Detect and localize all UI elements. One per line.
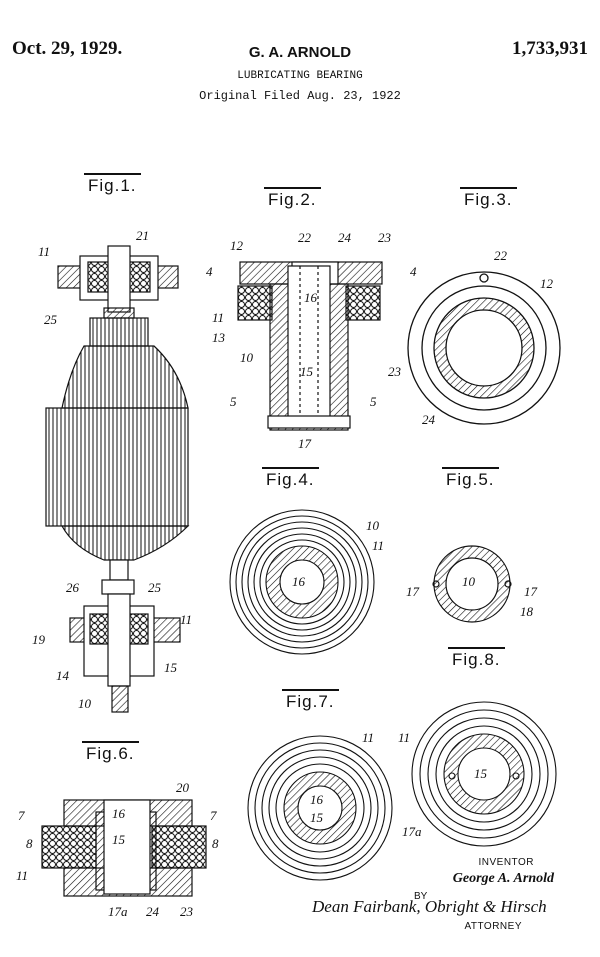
ref-numeral: 12 — [540, 276, 553, 292]
ref-numeral: 23 — [388, 364, 401, 380]
ref-numeral: 7 — [18, 808, 25, 824]
fig-4-label: Fig.4. — [266, 470, 315, 490]
ref-numeral: 15 — [474, 766, 487, 782]
ref-numeral: 18 — [520, 604, 533, 620]
ref-numeral: 21 — [136, 228, 149, 244]
figure-7-section — [248, 736, 392, 880]
ref-numeral: 26 — [66, 580, 79, 596]
ref-numeral: 10 — [462, 574, 475, 590]
ref-numeral: 16 — [310, 792, 323, 808]
ref-numeral: 11 — [398, 730, 410, 746]
ref-numeral: 16 — [304, 290, 317, 306]
ref-numeral: 7 — [210, 808, 217, 824]
attorney-signature: Dean Fairbank, Obright & Hirsch — [312, 897, 547, 917]
ref-numeral: 19 — [32, 632, 45, 648]
ref-numeral: 11 — [16, 868, 28, 884]
ref-numeral: 11 — [212, 310, 224, 326]
ref-numeral: 25 — [148, 580, 161, 596]
ref-numeral: 15 — [112, 832, 125, 848]
ref-numeral: 17a — [108, 904, 128, 920]
fig-6-label: Fig.6. — [86, 744, 135, 764]
figure-2-bearing-section — [238, 262, 382, 430]
ref-numeral: 15 — [164, 660, 177, 676]
fig-7-label: Fig.7. — [286, 692, 335, 712]
ref-numeral: 11 — [180, 612, 192, 628]
ref-numeral: 11 — [38, 244, 50, 260]
figure-3-top-view — [408, 272, 560, 424]
inventor-signature-name: George A. Arnold — [453, 871, 554, 887]
ref-numeral: 24 — [422, 412, 435, 428]
inventor-label: INVENTOR — [479, 857, 535, 868]
ref-numeral: 23 — [378, 230, 391, 246]
ref-numeral: 11 — [372, 538, 384, 554]
ref-numeral: 15 — [300, 364, 313, 380]
fig-5-label: Fig.5. — [446, 470, 495, 490]
ref-numeral: 23 — [180, 904, 193, 920]
ref-numeral: 17 — [298, 436, 311, 452]
ref-numeral: 20 — [176, 780, 189, 796]
ref-numeral: 22 — [298, 230, 311, 246]
fig-3-label: Fig.3. — [464, 190, 513, 210]
ref-numeral: 17 — [406, 584, 419, 600]
ref-numeral: 10 — [366, 518, 379, 534]
ref-numeral: 17 — [524, 584, 537, 600]
ref-numeral: 5 — [370, 394, 377, 410]
ref-numeral: 16 — [292, 574, 305, 590]
ref-numeral: 14 — [56, 668, 69, 684]
ref-numeral: 24 — [338, 230, 351, 246]
attorney-label: ATTORNEY — [464, 921, 522, 932]
ref-numeral: 25 — [44, 312, 57, 328]
ref-numeral: 16 — [112, 806, 125, 822]
fig-1-label: Fig.1. — [88, 176, 137, 196]
ref-numeral: 24 — [146, 904, 159, 920]
fig-2-label: Fig.2. — [268, 190, 317, 210]
ref-numeral: 22 — [494, 248, 507, 264]
ref-numeral: 4 — [410, 264, 417, 280]
figure-1-armature — [46, 246, 188, 712]
ref-numeral: 15 — [310, 810, 323, 826]
ref-numeral: 10 — [240, 350, 253, 366]
ref-numeral: 8 — [212, 836, 219, 852]
fig-8-label: Fig.8. — [452, 650, 501, 670]
ref-numeral: 13 — [212, 330, 225, 346]
ref-numeral: 12 — [230, 238, 243, 254]
ref-numeral: 17a — [402, 824, 422, 840]
ref-numeral: 5 — [230, 394, 237, 410]
ref-numeral: 10 — [78, 696, 91, 712]
ref-numeral: 4 — [206, 264, 213, 280]
ref-numeral: 8 — [26, 836, 33, 852]
ref-numeral: 11 — [362, 730, 374, 746]
